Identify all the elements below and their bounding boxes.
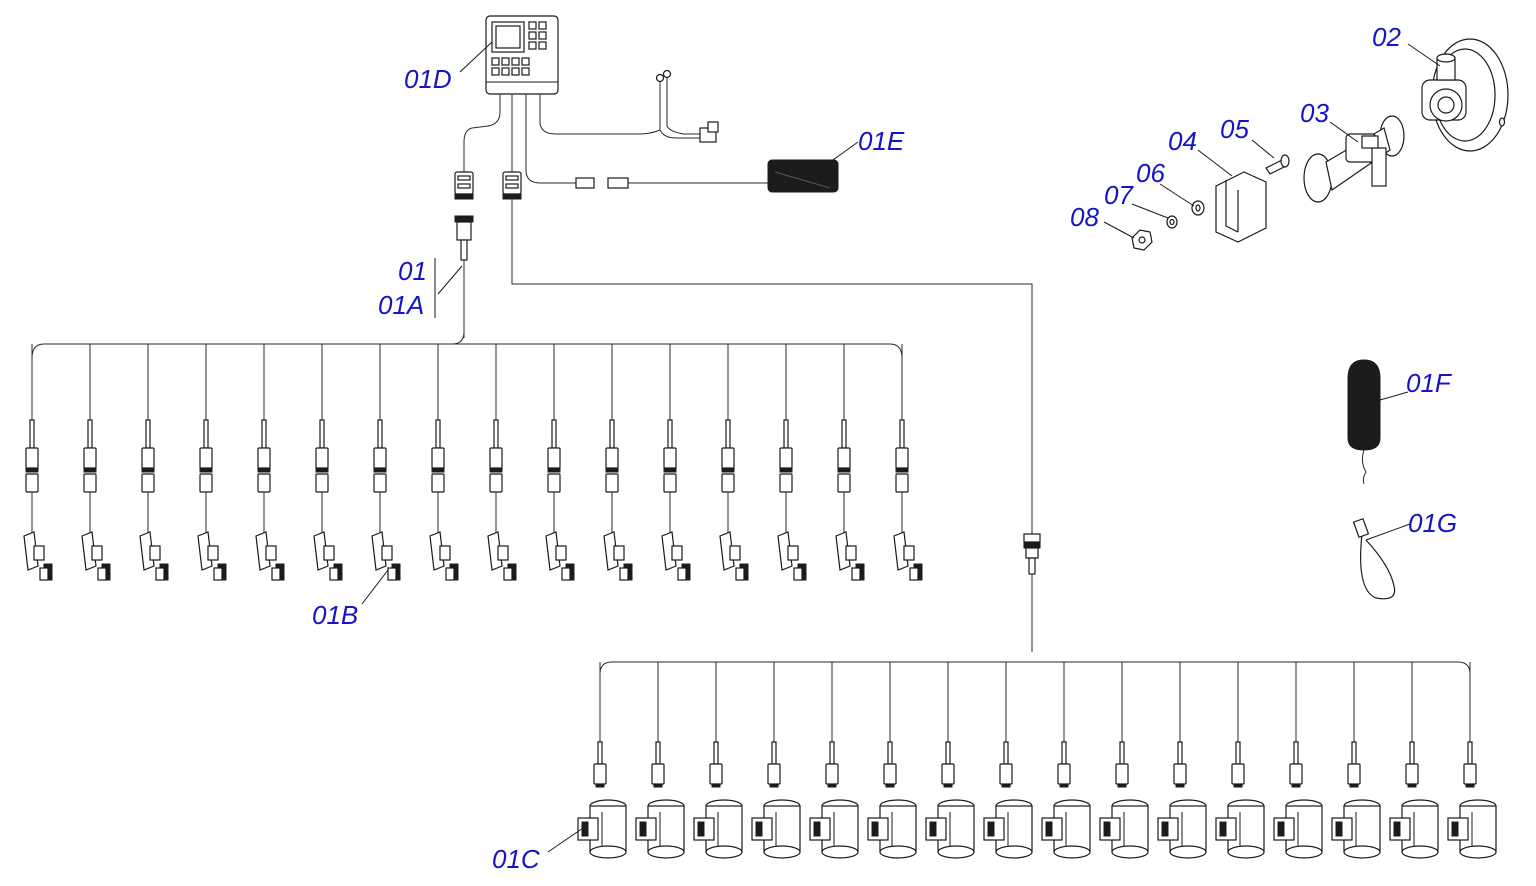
callout-01d: 01D bbox=[404, 64, 452, 94]
sensor-harness-branch bbox=[777, 344, 807, 581]
valve-harness-branch bbox=[635, 662, 685, 859]
callout-01e: 01E bbox=[858, 126, 905, 156]
valve-harness-branch bbox=[1041, 662, 1091, 859]
callout-03: 03 bbox=[1300, 98, 1329, 128]
callout-06: 06 bbox=[1136, 158, 1165, 188]
callout-04: 04 bbox=[1168, 126, 1197, 156]
part-08-nut bbox=[1131, 229, 1153, 251]
part-02-flange bbox=[1421, 38, 1509, 152]
valve-branches bbox=[577, 661, 1497, 859]
sensor-harness-branch bbox=[429, 344, 459, 581]
valve-harness-branch bbox=[1215, 662, 1265, 859]
valve-harness-branch bbox=[1447, 662, 1497, 859]
sensor-harness-branch bbox=[487, 344, 517, 581]
main-connector-01 bbox=[454, 171, 474, 261]
valve-harness-branch bbox=[1389, 662, 1439, 859]
part-01g-cable-tie bbox=[1352, 518, 1396, 600]
callout-01g: 01G bbox=[1408, 508, 1458, 538]
module-01e bbox=[767, 159, 839, 193]
callout-01c: 01C bbox=[492, 844, 540, 874]
callout-07: 07 bbox=[1104, 180, 1133, 210]
main-connector-right bbox=[502, 171, 522, 200]
valve-harness-branch bbox=[1273, 662, 1323, 859]
sensor-harness-branch bbox=[313, 344, 343, 581]
callout-05: 05 bbox=[1220, 114, 1249, 144]
monitor-unit bbox=[485, 15, 559, 95]
sensor-harness-branch bbox=[545, 344, 575, 581]
callout-01a: 01A bbox=[378, 290, 425, 320]
valve-harness-branch bbox=[809, 662, 859, 859]
sensor-harness-branch bbox=[81, 344, 111, 581]
callout-01f: 01F bbox=[1406, 368, 1451, 398]
valve-trunk-connector bbox=[1023, 533, 1041, 652]
callout-02: 02 bbox=[1372, 22, 1401, 52]
valve-harness-branch bbox=[1099, 662, 1149, 859]
part-01f-brush bbox=[1347, 359, 1381, 485]
sensor-harness-branch bbox=[603, 344, 633, 581]
sensor-branches bbox=[23, 331, 923, 581]
sensor-harness-branch bbox=[255, 344, 285, 581]
sensor-harness-branch bbox=[719, 344, 749, 581]
part-05-bolt bbox=[1265, 154, 1290, 175]
valve-harness-branch bbox=[693, 662, 743, 859]
sensor-harness-branch bbox=[139, 344, 169, 581]
sensor-harness-branch bbox=[835, 344, 865, 581]
callout-08: 08 bbox=[1070, 202, 1099, 232]
valve-harness-branch bbox=[1157, 662, 1207, 859]
sensor-harness-branch bbox=[23, 344, 53, 581]
valve-harness-branch bbox=[577, 662, 627, 859]
valve-harness-branch bbox=[1331, 662, 1381, 859]
valve-harness-branch bbox=[867, 662, 917, 859]
sensor-harness-branch bbox=[893, 344, 923, 581]
inline-connector-right bbox=[607, 177, 629, 189]
valve-harness-branch bbox=[751, 662, 801, 859]
inline-connector-left bbox=[575, 177, 595, 189]
part-04-bracket bbox=[1215, 171, 1267, 243]
valve-harness-branch bbox=[925, 662, 975, 859]
sensor-harness-branch bbox=[371, 344, 401, 581]
callout-01: 01 bbox=[398, 256, 427, 286]
callout-01b: 01B bbox=[312, 600, 359, 630]
valve-harness-branch bbox=[983, 662, 1033, 859]
sensor-harness-branch bbox=[197, 344, 227, 581]
sensor-harness-branch bbox=[661, 344, 691, 581]
part-03-valve bbox=[1303, 115, 1405, 203]
